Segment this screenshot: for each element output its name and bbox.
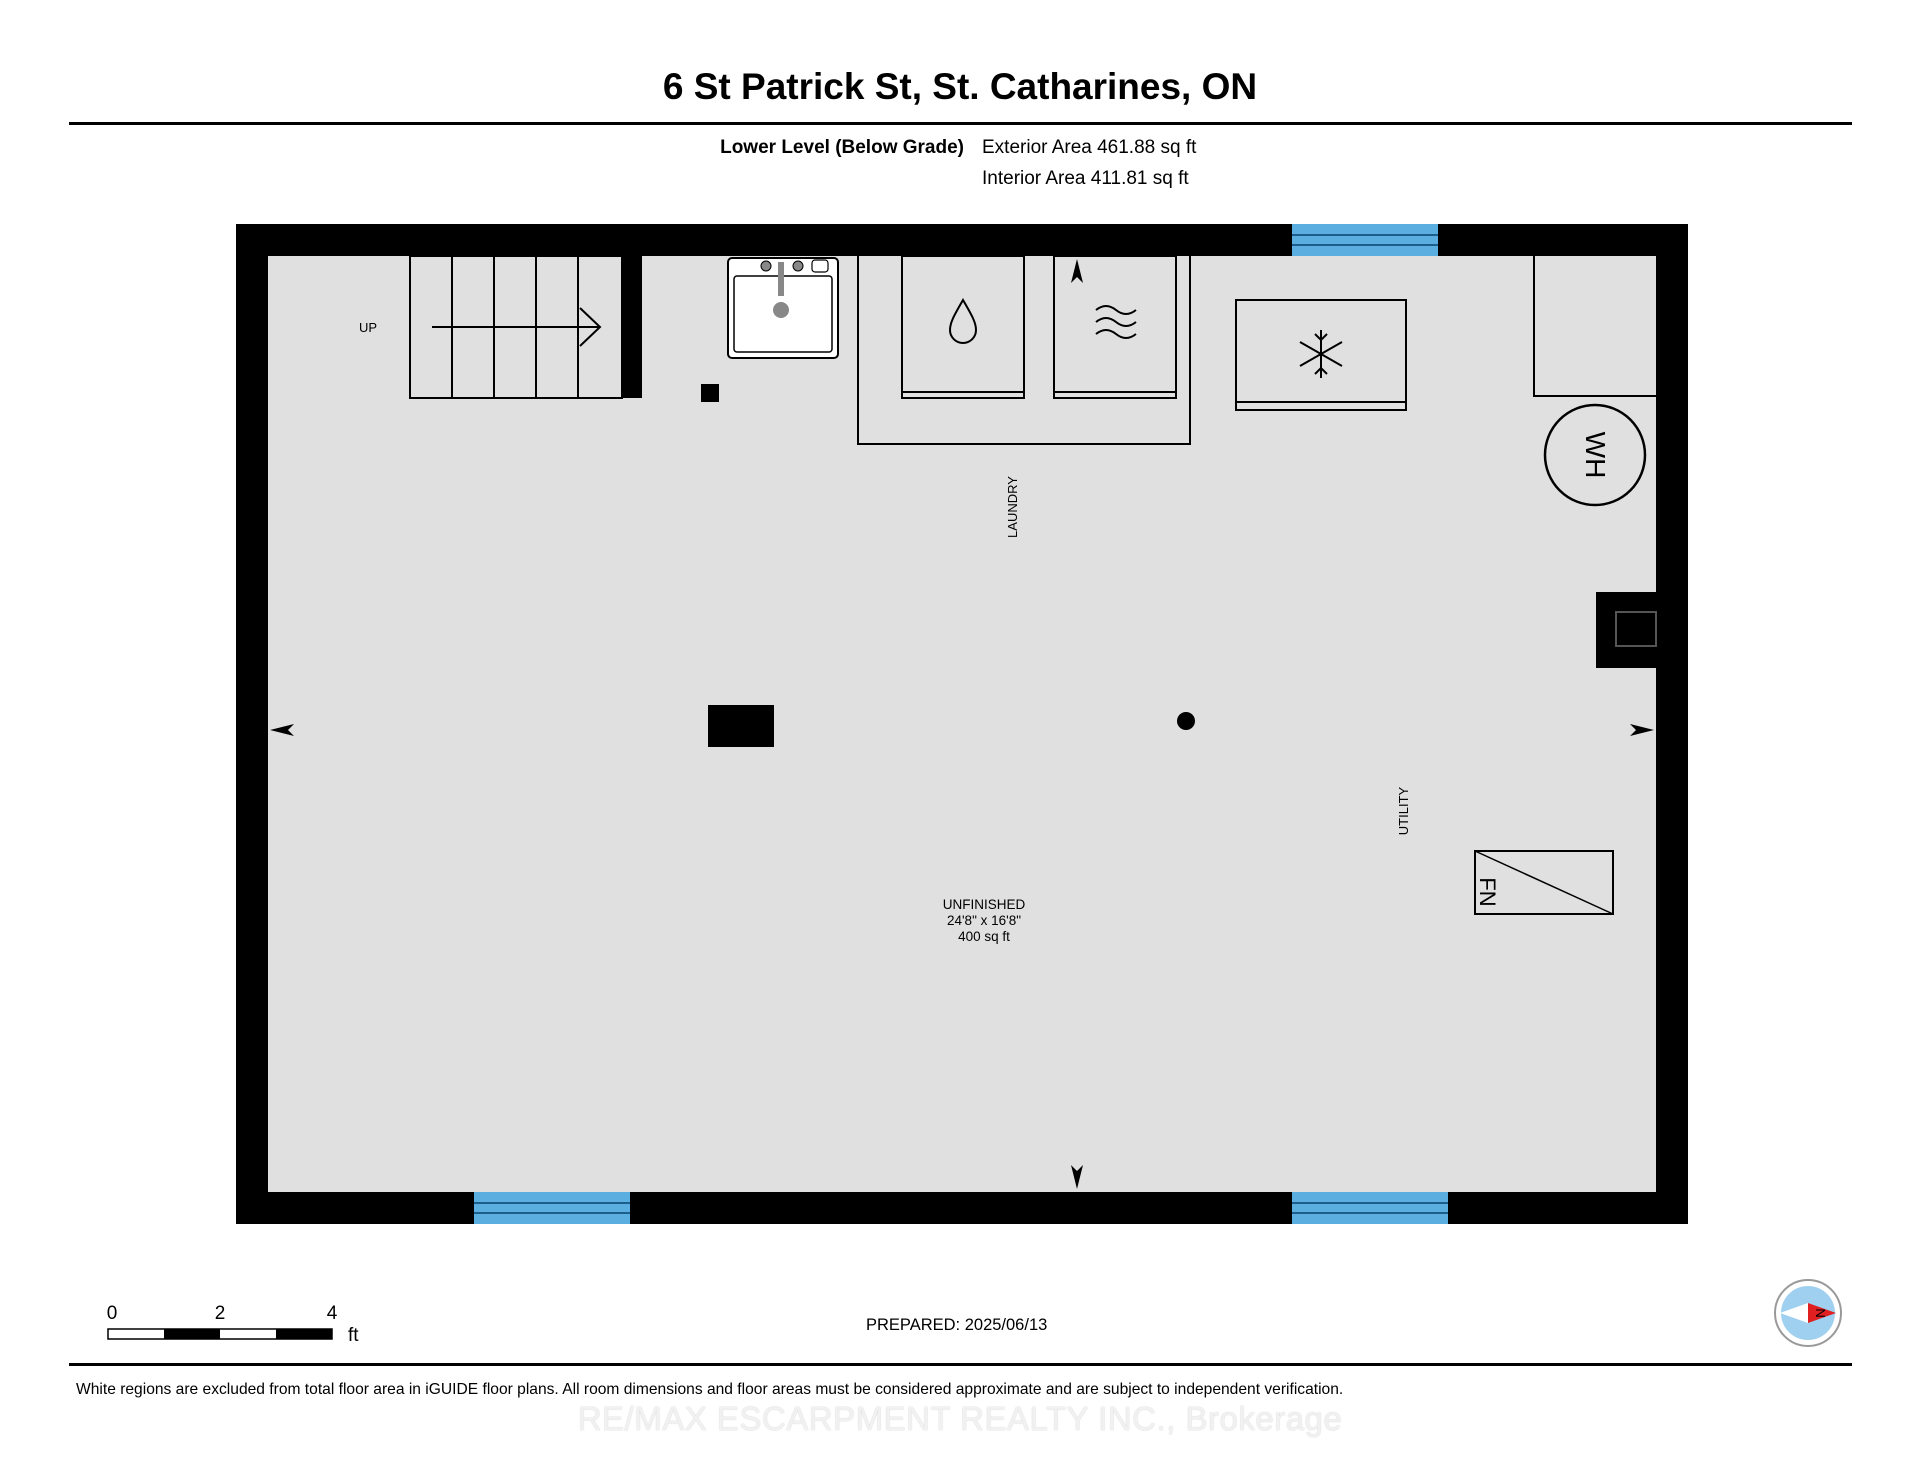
room-name: UNFINISHED [943, 897, 1026, 912]
freezer [1235, 299, 1407, 411]
staircase [409, 255, 623, 399]
dryer [1053, 255, 1177, 399]
laundry-label: LAUNDRY [1005, 476, 1020, 538]
dim-arrow-right [1630, 724, 1654, 736]
room-dimensions: 24'8" x 16'8" [947, 913, 1021, 928]
room-floor [268, 256, 1656, 1192]
dim-arrow-top [1071, 259, 1083, 283]
chimney [1596, 592, 1656, 668]
north-compass-icon: N [1774, 1279, 1842, 1347]
post [701, 384, 719, 402]
page-title: 6 St Patrick St, St. Catharines, ON [662, 66, 1258, 107]
dim-arrow-left [270, 724, 294, 736]
support-beam [708, 705, 774, 747]
interior-area: Interior Area 411.81 sq ft [982, 168, 1189, 189]
window-top [1292, 224, 1438, 256]
water-drop-icon [948, 297, 978, 344]
window-bottom-right [1292, 1192, 1448, 1224]
scale-bar: 0 2 4 ft [107, 1303, 360, 1346]
exterior-area: Exterior Area 461.88 sq ft [982, 137, 1197, 158]
water-heater-label: WH [1580, 432, 1611, 479]
header-divider [69, 122, 1852, 125]
heat-waves-icon [1095, 305, 1137, 339]
scale-tick-0: 0 [107, 1303, 118, 1324]
snowflake-icon [1299, 330, 1343, 378]
brokerage-watermark: RE/MAX ESCARPMENT REALTY INC., Brokerage [577, 1400, 1343, 1437]
utility-closet [1533, 256, 1656, 397]
level-name: Lower Level (Below Grade) [720, 137, 964, 158]
stair-label: UP [359, 320, 377, 335]
scale-tick-2: 2 [215, 1303, 226, 1324]
room-area: 400 sq ft [958, 929, 1010, 944]
water-heater: WH [1543, 403, 1647, 507]
scale-unit: ft [348, 1325, 359, 1346]
sink-icon [727, 257, 839, 359]
scale-tick-4: 4 [327, 1303, 338, 1324]
footer-divider [69, 1363, 1852, 1366]
chimney-flue [1615, 611, 1657, 647]
washer [901, 255, 1025, 399]
disclaimer: White regions are excluded from total fl… [76, 1381, 1344, 1398]
dim-arrow-bottom [1071, 1165, 1083, 1189]
prepared-date: PREPARED: 2025/06/13 [866, 1316, 1048, 1334]
laundry-outline [857, 256, 1191, 445]
furnace: FN [1474, 850, 1614, 915]
utility-label: UTILITY [1396, 786, 1411, 835]
stair-wall [622, 256, 642, 398]
support-column [1177, 712, 1195, 730]
furnace-label: FN [1475, 877, 1500, 906]
window-bottom-left [474, 1192, 630, 1224]
compass-north-label: N [1813, 1308, 1828, 1317]
